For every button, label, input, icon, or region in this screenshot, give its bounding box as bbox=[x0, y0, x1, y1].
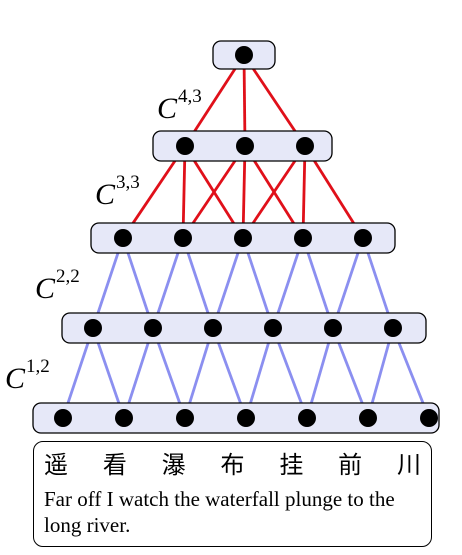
label-c12-main: C bbox=[5, 362, 26, 395]
verse-char: 川 bbox=[396, 451, 421, 479]
node bbox=[176, 137, 194, 155]
node bbox=[264, 319, 282, 337]
label-c12-sup: 1,2 bbox=[26, 356, 50, 377]
node bbox=[235, 46, 253, 64]
verse-char: 前 bbox=[338, 451, 363, 479]
node bbox=[298, 409, 316, 427]
node bbox=[234, 229, 252, 247]
nodes bbox=[54, 46, 438, 427]
label-c43-sup: 4,3 bbox=[178, 86, 202, 107]
layer-labels: C 4,3 C 3,3 C 2,2 C 1,2 bbox=[5, 86, 202, 395]
node bbox=[115, 409, 133, 427]
node bbox=[114, 229, 132, 247]
layer-box-C1,2 bbox=[61, 312, 427, 344]
node bbox=[420, 409, 438, 427]
node bbox=[204, 319, 222, 337]
verse-char: 看 bbox=[102, 451, 127, 479]
chinese-verse: 遥 看 瀑 布 挂 前 川 bbox=[44, 448, 421, 482]
node bbox=[354, 229, 372, 247]
verse-char: 遥 bbox=[44, 451, 68, 479]
node bbox=[174, 229, 192, 247]
verse-char: 瀑 bbox=[161, 451, 186, 479]
verse-char: 挂 bbox=[279, 451, 304, 479]
label-c33-sup: 3,3 bbox=[116, 172, 140, 193]
node bbox=[324, 319, 342, 337]
caption-box: 遥 看 瀑 布 挂 前 川 Far off I watch the waterf… bbox=[33, 441, 432, 547]
node bbox=[359, 409, 377, 427]
label-c33-main: C bbox=[95, 178, 116, 211]
node bbox=[176, 409, 194, 427]
node bbox=[84, 319, 102, 337]
node bbox=[384, 319, 402, 337]
layer-box-input bbox=[32, 402, 440, 434]
label-c22-main: C bbox=[35, 272, 56, 305]
node bbox=[237, 409, 255, 427]
node bbox=[54, 409, 72, 427]
node bbox=[144, 319, 162, 337]
label-c22-sup: 2,2 bbox=[56, 266, 80, 287]
node bbox=[294, 229, 312, 247]
node bbox=[296, 137, 314, 155]
label-c43-main: C bbox=[157, 92, 178, 125]
node bbox=[236, 137, 254, 155]
english-translation: Far off I watch the waterfall plunge to … bbox=[44, 487, 395, 537]
verse-char: 布 bbox=[220, 451, 245, 479]
